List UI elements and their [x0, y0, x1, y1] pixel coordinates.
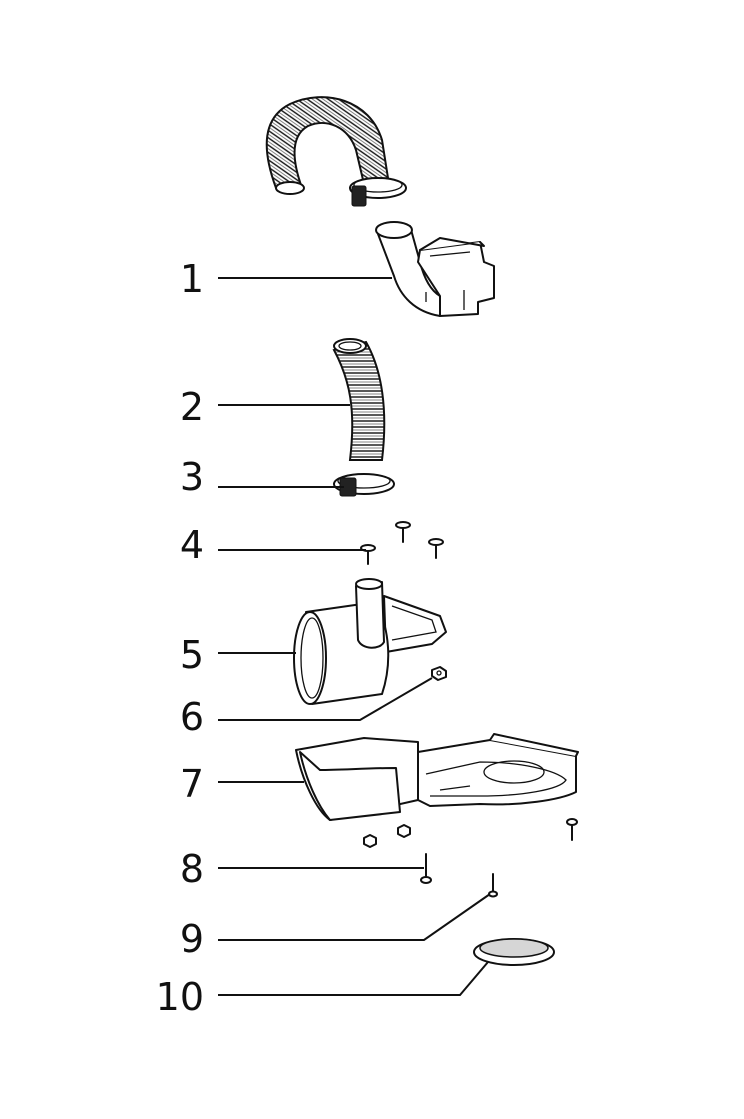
- part-label-2: 2: [180, 385, 204, 429]
- part-label-4: 4: [180, 523, 204, 567]
- top-hose-assembly: [265, 96, 407, 207]
- part-numbers: 1 2 3 4 5 6 7 8 9 10: [156, 257, 204, 1019]
- part-label-7: 7: [180, 762, 204, 806]
- part-8-screw: [420, 853, 432, 884]
- part-7-base-shroud: [295, 733, 579, 821]
- top-hose-clamp: [349, 177, 407, 207]
- base-fasteners: [363, 818, 578, 848]
- part-5-collector-housing: [293, 578, 447, 705]
- part-10-cover-plate: [473, 938, 555, 966]
- part-4-screws: [360, 521, 444, 565]
- screw: [360, 544, 376, 565]
- part-label-8: 8: [180, 847, 204, 891]
- leader-lines: [218, 277, 491, 996]
- top-hose-end: [275, 181, 305, 195]
- top-flex-hose: [265, 96, 390, 189]
- screw: [395, 521, 411, 543]
- part-label-6: 6: [180, 695, 204, 739]
- part-2-flex-hose: [332, 338, 386, 461]
- part-label-9: 9: [180, 917, 204, 961]
- screw: [428, 538, 444, 559]
- leader-9: [218, 893, 491, 941]
- part-9-screw: [488, 873, 498, 898]
- leader-10: [218, 961, 489, 996]
- part-label-10: 10: [156, 975, 204, 1019]
- part-label-5: 5: [180, 633, 204, 677]
- part-6-nut: [431, 666, 447, 681]
- part-label-1: 1: [180, 257, 204, 301]
- part-label-3: 3: [180, 455, 204, 499]
- screw: [566, 818, 578, 841]
- part-3-hose-clamp: [333, 473, 395, 497]
- leader-6: [218, 677, 433, 721]
- part-1-elbow-adapter: [375, 221, 495, 317]
